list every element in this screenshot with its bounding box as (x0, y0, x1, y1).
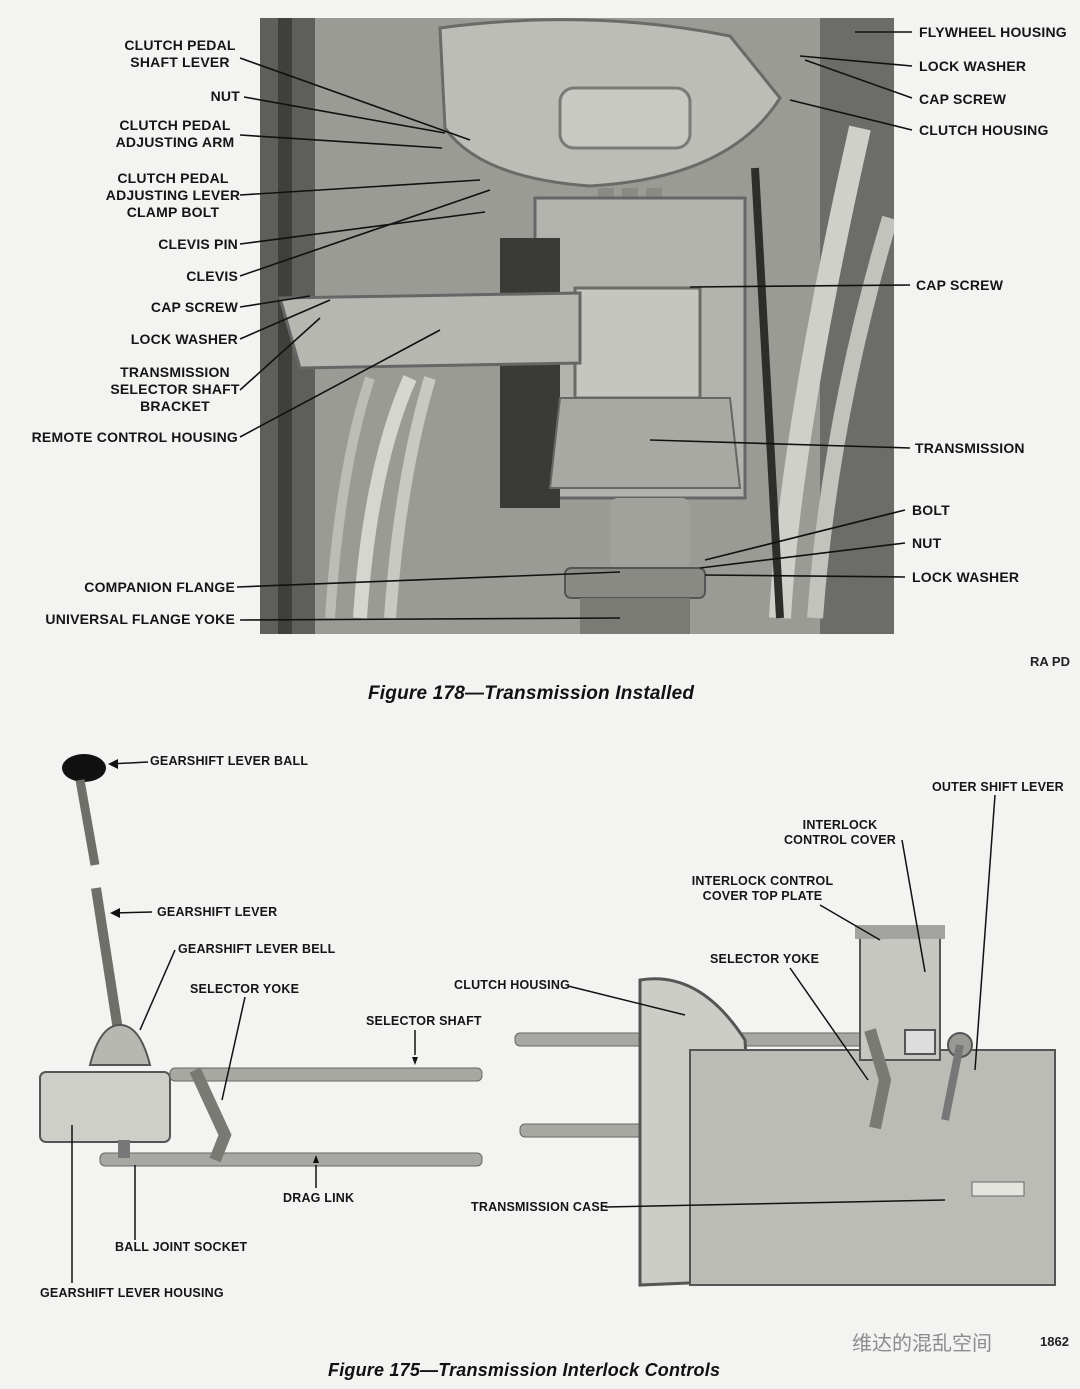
label-lock-washer-right-top: LOCK WASHER (919, 58, 1027, 74)
transmission-installed-photo (260, 18, 894, 634)
label-companion-flange: COMPANION FLANGE (84, 579, 235, 595)
label-selector-yoke-left: SELECTOR YOKE (190, 982, 300, 996)
label-remote-control-housing: REMOTE CONTROL HOUSING (31, 429, 238, 445)
caption-figure-178: Figure 178—Transmission Installed (368, 683, 695, 704)
plate-mark-top: RA PD (1030, 654, 1070, 669)
label-transmission-selector-shaft-bracket: TRANSMISSION SELECTOR SHAFT BRACKET (110, 364, 240, 414)
label-clutch-housing-bottom: CLUTCH HOUSING (454, 978, 570, 992)
label-gearshift-lever-housing: GEARSHIFT LEVER HOUSING (40, 1286, 224, 1300)
label-cap-screw-right-mid: CAP SCREW (916, 277, 1004, 293)
watermark-text: 维达的混乱空间 (852, 1333, 992, 1355)
label-clevis-pin: CLEVIS PIN (158, 236, 238, 252)
caption-figure-175: Figure 175—Transmission Interlock Contro… (328, 1360, 721, 1380)
label-nut-right: NUT (912, 535, 942, 551)
label-interlock-control-cover-top-plate: INTERLOCK CONTROL COVER TOP PLATE (691, 874, 834, 903)
label-clutch-pedal-shaft-lever: CLUTCH PEDAL SHAFT LEVER (124, 37, 236, 70)
label-gearshift-lever-ball: GEARSHIFT LEVER BALL (150, 754, 309, 768)
label-cap-screw-right-top: CAP SCREW (919, 91, 1007, 107)
label-clutch-pedal-adjusting-arm: CLUTCH PEDAL ADJUSTING ARM (115, 117, 235, 150)
label-bolt: BOLT (912, 502, 950, 518)
label-cap-screw-left: CAP SCREW (150, 299, 238, 315)
label-ball-joint-socket: BALL JOINT SOCKET (115, 1240, 248, 1254)
plate-mark-bottom: 1862 (1040, 1334, 1069, 1349)
label-gearshift-lever: GEARSHIFT LEVER (157, 905, 278, 919)
interlock-controls-drawing (39, 754, 1056, 1287)
label-lock-washer-left: LOCK WASHER (130, 331, 238, 347)
label-nut-left: NUT (210, 88, 240, 104)
label-clutch-housing-top: CLUTCH HOUSING (919, 122, 1049, 138)
label-clutch-pedal-adjusting-lever-clamp-bolt: CLUTCH PEDAL ADJUSTING LEVER CLAMP BOLT (105, 170, 241, 220)
label-lock-washer-right-bottom: LOCK WASHER (912, 569, 1020, 585)
label-gearshift-lever-bell: GEARSHIFT LEVER BELL (178, 942, 336, 956)
label-drag-link: DRAG LINK (283, 1191, 355, 1205)
label-transmission-case: TRANSMISSION CASE (471, 1200, 609, 1214)
label-transmission: TRANSMISSION (915, 440, 1025, 456)
label-interlock-control-cover: INTERLOCK CONTROL COVER (783, 818, 897, 847)
label-selector-yoke-right: SELECTOR YOKE (710, 952, 820, 966)
label-selector-shaft: SELECTOR SHAFT (366, 1014, 482, 1028)
label-clevis: CLEVIS (186, 268, 238, 284)
label-flywheel-housing: FLYWHEEL HOUSING (919, 24, 1067, 40)
label-outer-shift-lever: OUTER SHIFT LEVER (932, 780, 1064, 794)
top-figure-leader-lines (236, 31, 913, 621)
label-universal-flange-yoke: UNIVERSAL FLANGE YOKE (45, 611, 235, 627)
